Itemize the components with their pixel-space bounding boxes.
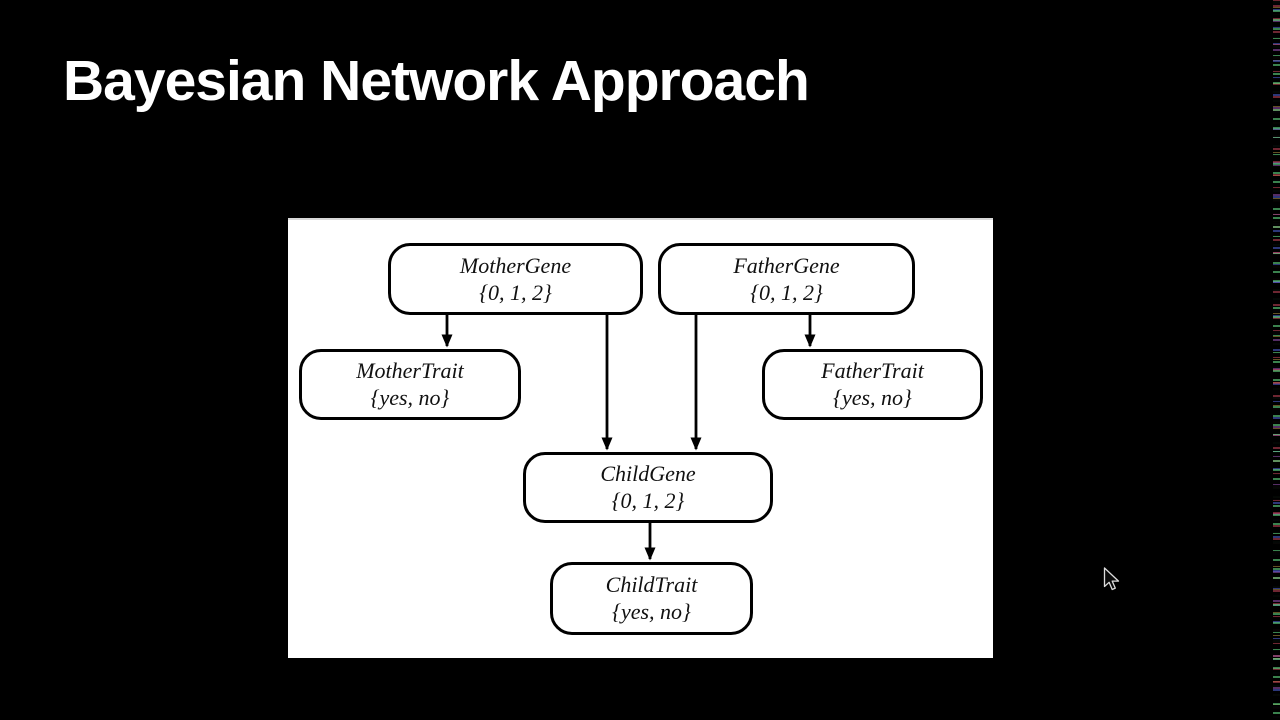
node-mother-gene-values: {0, 1, 2} [479,279,552,305]
node-mother-trait-values: {yes, no} [370,385,450,410]
node-child-gene-values: {0, 1, 2} [611,488,685,513]
node-child-trait: ChildTrait {yes, no} [550,562,753,635]
diagram-edges [441,315,816,561]
node-child-trait-values: {yes, no} [612,599,691,624]
node-father-gene-label: FatherGene [733,252,840,278]
node-father-gene-values: {0, 1, 2} [750,279,823,305]
node-child-gene: ChildGene {0, 1, 2} [523,452,773,523]
slide-title: Bayesian Network Approach [63,49,810,113]
node-father-trait-values: {yes, no} [833,385,912,410]
node-mother-gene-label: MotherGene [459,252,572,278]
node-mother-trait: MotherTrait {yes, no} [299,349,521,420]
node-father-trait: FatherTrait {yes, no} [762,349,983,420]
node-child-trait-label: ChildTrait [605,572,698,597]
video-noise-strip [1273,0,1280,720]
diagram-panel: MotherGene {0, 1, 2} FatherGene {0, 1, 2… [288,218,993,658]
mouse-pointer-icon [1103,567,1120,591]
node-mother-gene: MotherGene {0, 1, 2} [388,243,643,315]
node-child-gene-label: ChildGene [600,461,696,486]
panel-top-hairline [288,218,993,220]
node-father-gene: FatherGene {0, 1, 2} [658,243,915,315]
node-father-trait-label: FatherTrait [821,358,924,383]
node-mother-trait-label: MotherTrait [356,358,464,383]
